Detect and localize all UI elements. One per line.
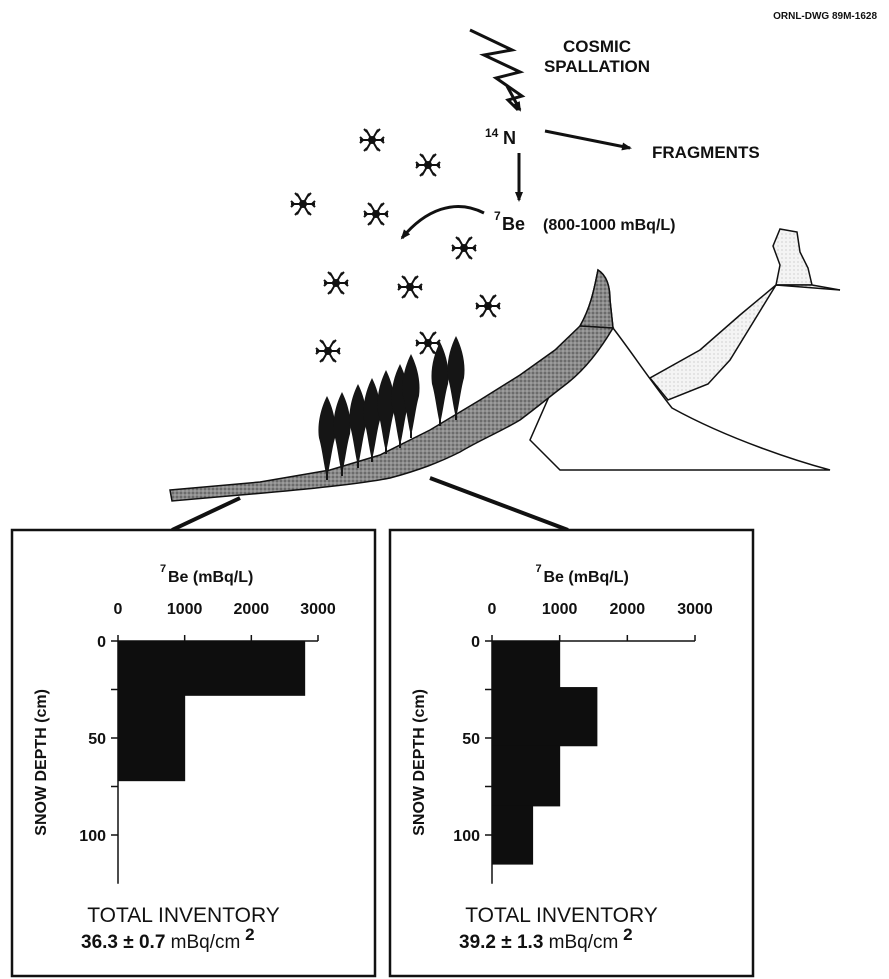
y-axis-label: SNOW DEPTH (cm) bbox=[33, 689, 50, 836]
drawing-id: ORNL-DWG 89M-1628 bbox=[773, 11, 877, 22]
inventory-total-unit-exp: 2 bbox=[240, 925, 254, 944]
inventory-total-unit: mBq/cm bbox=[543, 932, 618, 953]
inventory-pm: ± bbox=[118, 932, 139, 953]
conifer-tree-icon bbox=[363, 378, 381, 462]
conifer-tree-icon bbox=[377, 370, 395, 454]
x-tick-label: 1000 bbox=[167, 601, 203, 618]
snowflake-icon bbox=[315, 339, 341, 363]
cosmic-label: COSMIC bbox=[563, 37, 631, 56]
snowflake-icon bbox=[451, 236, 477, 260]
snowflake-icon bbox=[290, 192, 316, 216]
depth-bar bbox=[491, 640, 561, 689]
x-axis-label: Be (mBq/L) bbox=[544, 569, 629, 586]
depth-bar bbox=[117, 694, 186, 782]
depth-bar bbox=[491, 745, 561, 807]
y-tick-label: 100 bbox=[79, 828, 106, 845]
x-tick-label: 1000 bbox=[542, 601, 578, 618]
spallation-label: SPALLATION bbox=[544, 57, 650, 76]
total-inventory-label: TOTAL INVENTORY bbox=[465, 904, 658, 927]
callout-lines bbox=[171, 476, 569, 532]
fragments-arrow bbox=[544, 129, 632, 151]
y-tick-label: 0 bbox=[471, 634, 480, 651]
conifer-tree-icon bbox=[333, 392, 351, 476]
snowflake-icon bbox=[323, 271, 349, 295]
x-tick-label: 2000 bbox=[234, 601, 270, 618]
y-tick-label: 100 bbox=[453, 828, 480, 845]
snowflake-icon bbox=[359, 128, 385, 152]
conifer-tree-icon bbox=[349, 384, 367, 468]
beryllium-concentration: (800-1000 mBq/L) bbox=[543, 217, 676, 234]
snowflake-icon bbox=[415, 153, 441, 177]
beryllium-mass-label: 7 bbox=[494, 209, 501, 223]
fragments-label: FRAGMENTS bbox=[652, 143, 760, 162]
nitrogen-label: N bbox=[503, 128, 516, 148]
total-inventory-value: 39.2 ± 1.3 mBq/cm 2 bbox=[459, 925, 633, 953]
inventory-total-error: 1.3 bbox=[517, 932, 543, 953]
snowpack bbox=[169, 325, 615, 502]
conifer-tree-icon bbox=[447, 336, 465, 420]
inventory-pm: ± bbox=[496, 932, 517, 953]
near-mountain bbox=[529, 268, 831, 471]
conifer-tree-icon bbox=[402, 354, 420, 438]
far-mountain bbox=[648, 228, 841, 401]
inventory-total-value: 36.3 bbox=[81, 932, 118, 953]
panel-frame bbox=[388, 528, 755, 978]
x-axis-label: Be (mBq/L) bbox=[168, 569, 253, 586]
inventory-total-unit: mBq/cm bbox=[165, 932, 240, 953]
snowflake-icon bbox=[397, 275, 423, 299]
inventory-total-unit-exp: 2 bbox=[618, 925, 632, 944]
x-tick-label: 2000 bbox=[610, 601, 646, 618]
depth-bar bbox=[117, 640, 306, 696]
cosmic-ray-icon bbox=[469, 28, 526, 112]
total-inventory-value: 36.3 ± 0.7 mBq/cm 2 bbox=[81, 925, 255, 953]
snowflakes bbox=[290, 128, 501, 363]
x-tick-label: 3000 bbox=[677, 601, 713, 618]
depth-bar bbox=[491, 805, 534, 865]
y-tick-label: 50 bbox=[88, 731, 106, 748]
conifer-tree-icon bbox=[318, 396, 336, 480]
inventory-total-error: 0.7 bbox=[139, 932, 165, 953]
y-tick-label: 0 bbox=[97, 634, 106, 651]
x-tick-label: 0 bbox=[114, 601, 123, 618]
beryllium-label: Be bbox=[502, 214, 525, 234]
y-axis-label: SNOW DEPTH (cm) bbox=[411, 689, 428, 836]
snowflake-icon bbox=[475, 294, 501, 318]
deposition-arrow bbox=[400, 205, 485, 240]
conifer-tree-icon bbox=[431, 342, 449, 426]
x-tick-label: 0 bbox=[488, 601, 497, 618]
depth-bar bbox=[491, 687, 598, 747]
x-tick-label: 3000 bbox=[300, 601, 336, 618]
x-axis-label-mass: 7 bbox=[160, 563, 166, 575]
inventory-total-value: 39.2 bbox=[459, 932, 496, 953]
nitrogen-mass-label: 14 bbox=[485, 126, 499, 140]
x-axis-label-mass: 7 bbox=[536, 563, 542, 575]
y-tick-label: 50 bbox=[462, 731, 480, 748]
panel-frame bbox=[10, 528, 377, 978]
snowflake-icon bbox=[363, 202, 389, 226]
total-inventory-label: TOTAL INVENTORY bbox=[87, 904, 280, 927]
